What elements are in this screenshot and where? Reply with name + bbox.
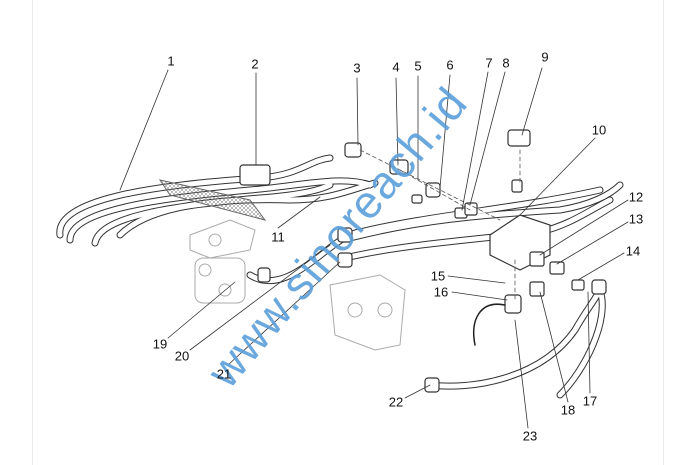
callout-10: 10	[591, 122, 607, 138]
callout-23: 23	[522, 428, 538, 444]
callout-8: 8	[502, 55, 510, 71]
callout-1: 1	[167, 53, 175, 69]
callout-12: 12	[628, 189, 644, 205]
frame-left-border	[32, 0, 33, 465]
callout-15: 15	[430, 268, 446, 284]
sensor-wire	[473, 303, 506, 346]
callout-4: 4	[392, 59, 400, 75]
frame-right-border	[663, 0, 664, 465]
callout-14: 14	[625, 243, 641, 259]
callout-16: 16	[433, 284, 449, 300]
callout-13: 13	[628, 211, 644, 227]
callout-18: 18	[560, 402, 576, 418]
callout-3: 3	[353, 60, 361, 76]
callout-5: 5	[414, 58, 422, 74]
callout-17: 17	[582, 393, 598, 409]
brake-pedal	[158, 179, 267, 221]
callout-19: 19	[152, 336, 168, 352]
leader-lines	[119, 67, 629, 429]
fittings	[239, 129, 607, 393]
callout-7: 7	[485, 55, 493, 71]
callout-22: 22	[388, 394, 404, 410]
callout-9: 9	[541, 49, 549, 65]
callout-2: 2	[251, 56, 259, 72]
callout-21: 21	[216, 366, 232, 382]
callout-6: 6	[446, 57, 454, 73]
callout-20: 20	[174, 348, 190, 364]
callout-11: 11	[271, 229, 285, 245]
valve-bodies	[189, 219, 406, 351]
